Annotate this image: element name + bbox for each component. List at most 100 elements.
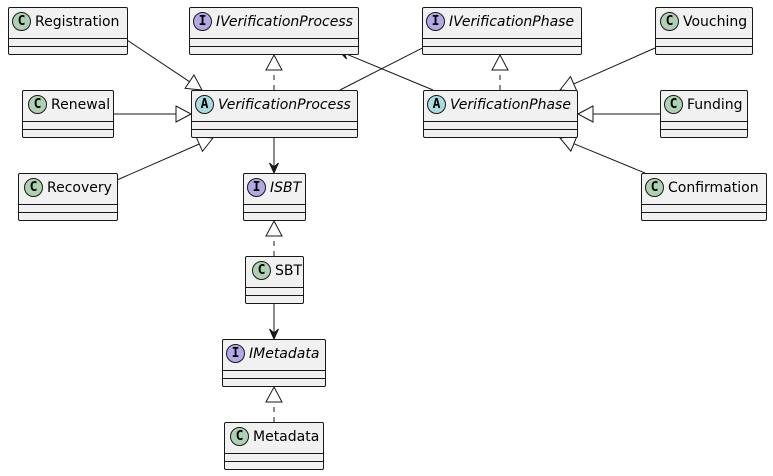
interface-badge-icon: I bbox=[426, 12, 445, 31]
class-badge-icon: C bbox=[230, 427, 249, 446]
class-name: Metadata bbox=[253, 429, 320, 445]
class-name: IVerificationProcess bbox=[216, 14, 353, 30]
fields-separator bbox=[423, 38, 581, 39]
edge-line bbox=[573, 47, 656, 85]
edge-extends-recovery-to-verificationprocess bbox=[116, 136, 214, 181]
methods-separator bbox=[423, 46, 581, 47]
methods-separator bbox=[192, 129, 357, 130]
class-badge-icon: C bbox=[660, 12, 679, 31]
fields-separator bbox=[192, 121, 357, 122]
fields-separator bbox=[19, 204, 117, 205]
fields-separator bbox=[23, 121, 113, 122]
edge-implements-verificationphase-to-iverificationphase bbox=[491, 53, 509, 90]
edge-extends-funding-to-verificationphase bbox=[576, 105, 660, 123]
fields-separator bbox=[9, 38, 127, 39]
class-name: VerificationProcess bbox=[218, 97, 351, 113]
fields-separator bbox=[424, 121, 577, 122]
methods-separator bbox=[424, 129, 577, 130]
abstract-badge-icon: A bbox=[427, 95, 446, 114]
methods-separator bbox=[244, 212, 305, 213]
fields-separator bbox=[244, 204, 305, 205]
hollow-arrowhead bbox=[184, 74, 203, 91]
edge-association-verificationphase-to-iverificationprocess bbox=[337, 50, 434, 91]
methods-separator bbox=[656, 46, 752, 47]
methods-separator bbox=[246, 295, 303, 296]
hollow-arrowhead bbox=[265, 219, 283, 237]
class-name: IVerificationPhase bbox=[449, 14, 575, 30]
fields-separator bbox=[656, 38, 752, 39]
edge-implements-metadata-to-imetadata bbox=[265, 385, 283, 422]
edge-implements-sbt-to-isbt bbox=[265, 219, 283, 256]
edge-line bbox=[126, 39, 190, 83]
class-badge-icon: C bbox=[252, 261, 271, 280]
interface-badge-icon: I bbox=[193, 12, 212, 31]
class-badge-icon: C bbox=[664, 95, 683, 114]
filled-arrowhead bbox=[269, 162, 279, 175]
edge-association-sbt-to-imetadata bbox=[269, 304, 279, 341]
class-name: ISBT bbox=[270, 180, 302, 196]
class-name: VerificationPhase bbox=[450, 97, 571, 113]
fields-separator bbox=[225, 453, 323, 454]
methods-separator bbox=[642, 212, 766, 213]
class-badge-icon: C bbox=[12, 12, 31, 31]
edge-association-verificationprocess-to-isbt bbox=[269, 138, 279, 175]
hollow-arrowhead bbox=[265, 53, 283, 71]
methods-separator bbox=[225, 461, 323, 462]
edge-line bbox=[116, 143, 200, 181]
interface-badge-icon: I bbox=[247, 178, 266, 197]
hollow-arrowhead bbox=[265, 385, 283, 403]
class-badge-icon: C bbox=[645, 178, 664, 197]
methods-separator bbox=[9, 46, 127, 47]
edge-line bbox=[573, 143, 646, 174]
class-name: SBT bbox=[275, 263, 303, 279]
filled-arrowhead bbox=[269, 328, 279, 341]
class-name: Renewal bbox=[51, 97, 111, 113]
methods-separator bbox=[190, 46, 358, 47]
class-name: Registration bbox=[35, 14, 120, 30]
hollow-arrowhead bbox=[576, 105, 594, 123]
edge-line bbox=[344, 52, 434, 91]
methods-separator bbox=[23, 129, 113, 130]
fields-separator bbox=[190, 38, 358, 39]
edge-extends-renewal-to-verificationprocess bbox=[114, 105, 193, 123]
class-name: Funding bbox=[687, 97, 743, 113]
hollow-arrowhead bbox=[491, 53, 509, 71]
interface-badge-icon: I bbox=[226, 344, 245, 363]
edge-extends-registration-to-verificationprocess bbox=[126, 39, 203, 91]
abstract-badge-icon: A bbox=[195, 95, 214, 114]
edge-implements-verificationprocess-to-iverificationprocess bbox=[265, 53, 283, 90]
class-name: Confirmation bbox=[668, 180, 759, 196]
class-badge-icon: C bbox=[24, 178, 43, 197]
class-name: IMetadata bbox=[249, 346, 320, 362]
fields-separator bbox=[642, 204, 766, 205]
fields-separator bbox=[223, 370, 325, 371]
edge-extends-confirmation-to-verificationphase bbox=[559, 135, 646, 174]
methods-separator bbox=[19, 212, 117, 213]
methods-separator bbox=[661, 129, 747, 130]
